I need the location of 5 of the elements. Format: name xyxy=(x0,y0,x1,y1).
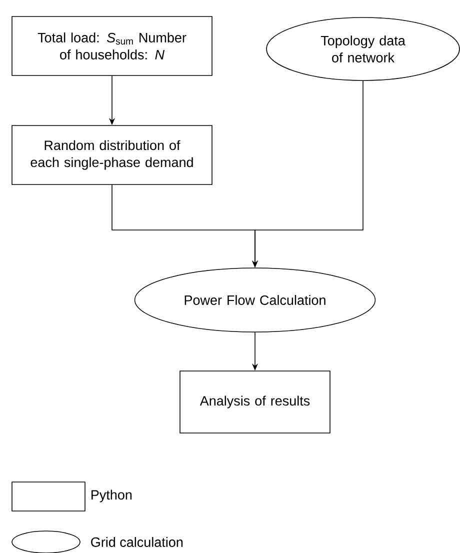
process-box: Total load: S$_{sum}$ Number of households: N xyxy=(12,16,212,76)
process-box: Analysis of results xyxy=(180,370,330,434)
process-box: Random distribution of each single-phase demand xyxy=(12,125,212,185)
legend-label: Python xyxy=(92,490,132,502)
legend-label: Grid calculation xyxy=(91,537,183,547)
